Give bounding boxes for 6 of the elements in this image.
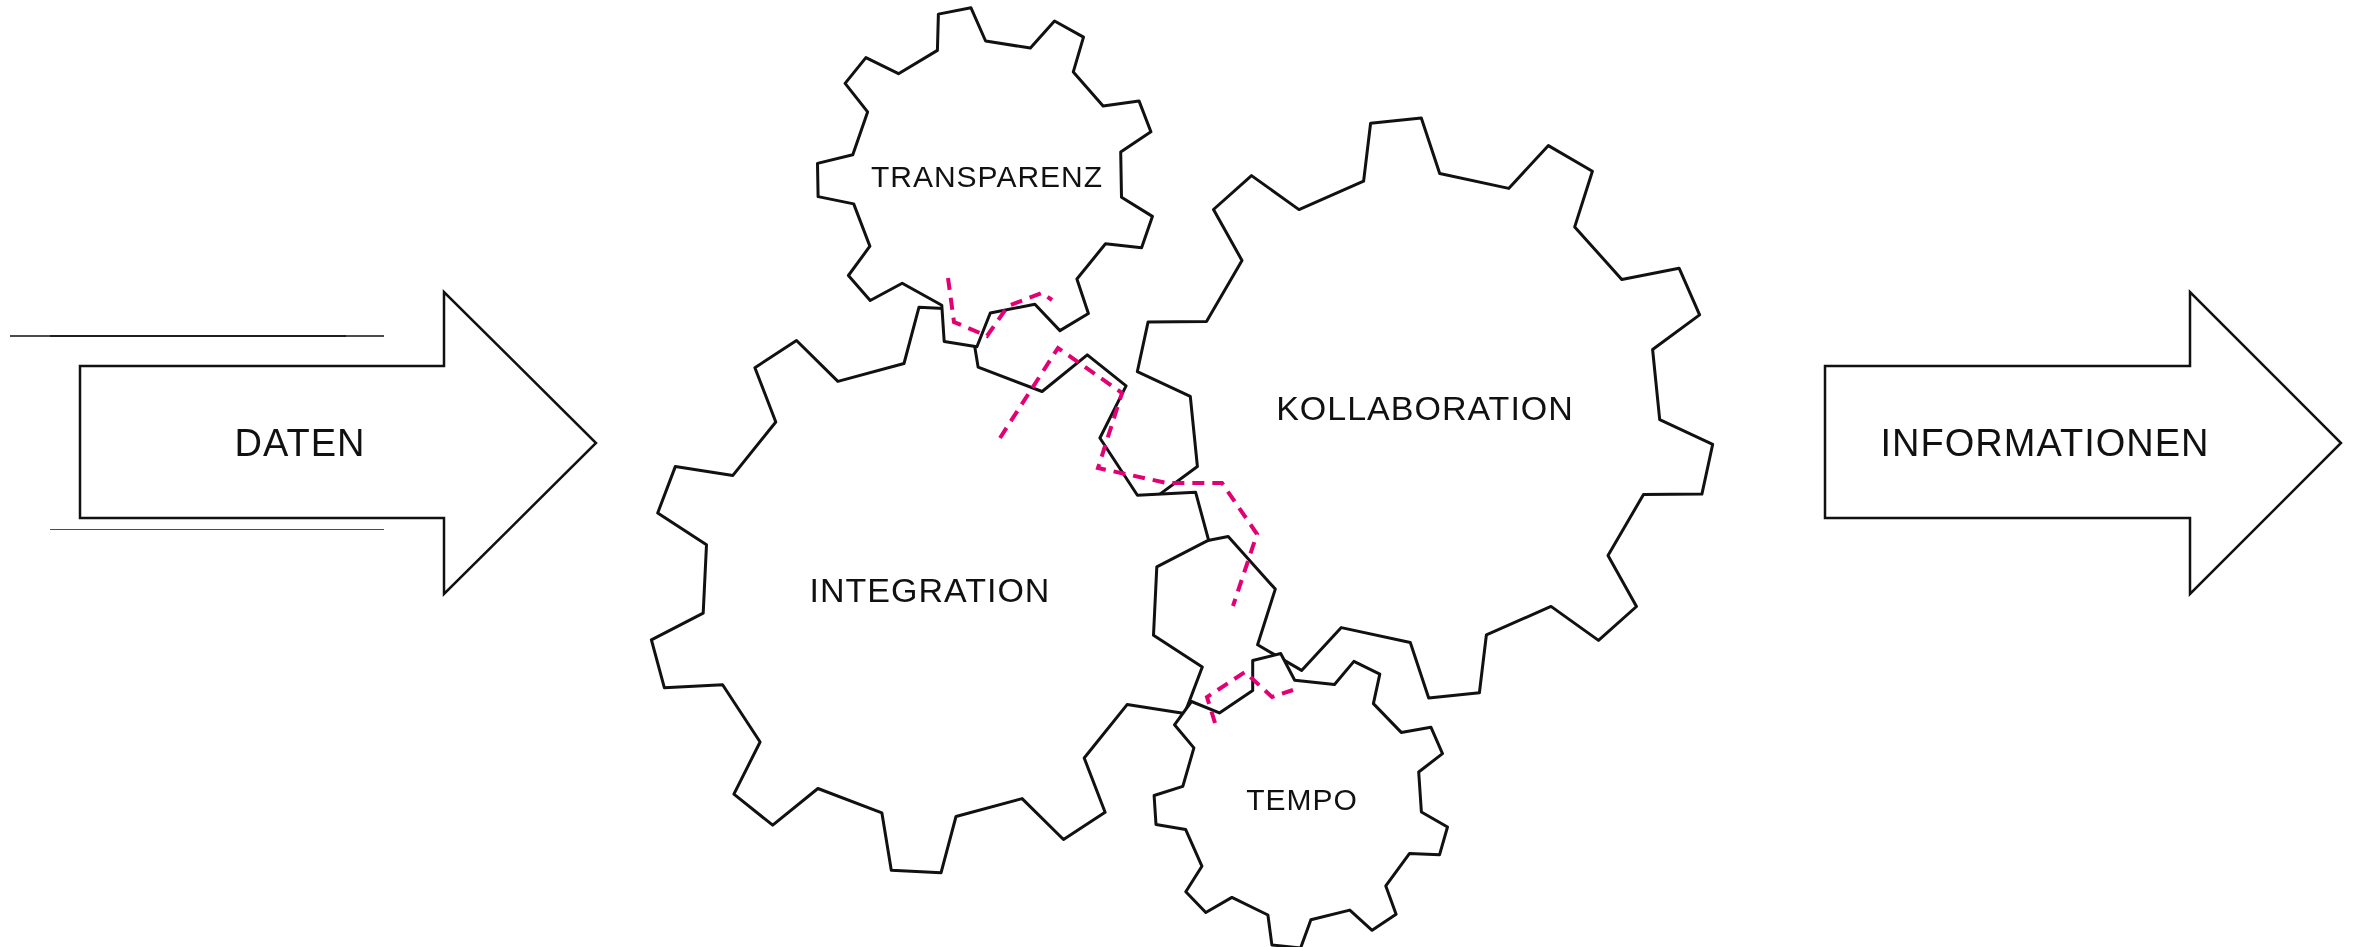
- gear-label: KOLLABORATION: [1276, 388, 1574, 428]
- gear-label: TEMPO: [1246, 783, 1358, 817]
- arrow-label: INFORMATIONEN: [1880, 421, 2210, 465]
- gear-label: TRANSPARENZ: [870, 160, 1104, 194]
- gear-label: INTEGRATION: [809, 570, 1051, 610]
- arrow-label: DATEN: [234, 421, 366, 465]
